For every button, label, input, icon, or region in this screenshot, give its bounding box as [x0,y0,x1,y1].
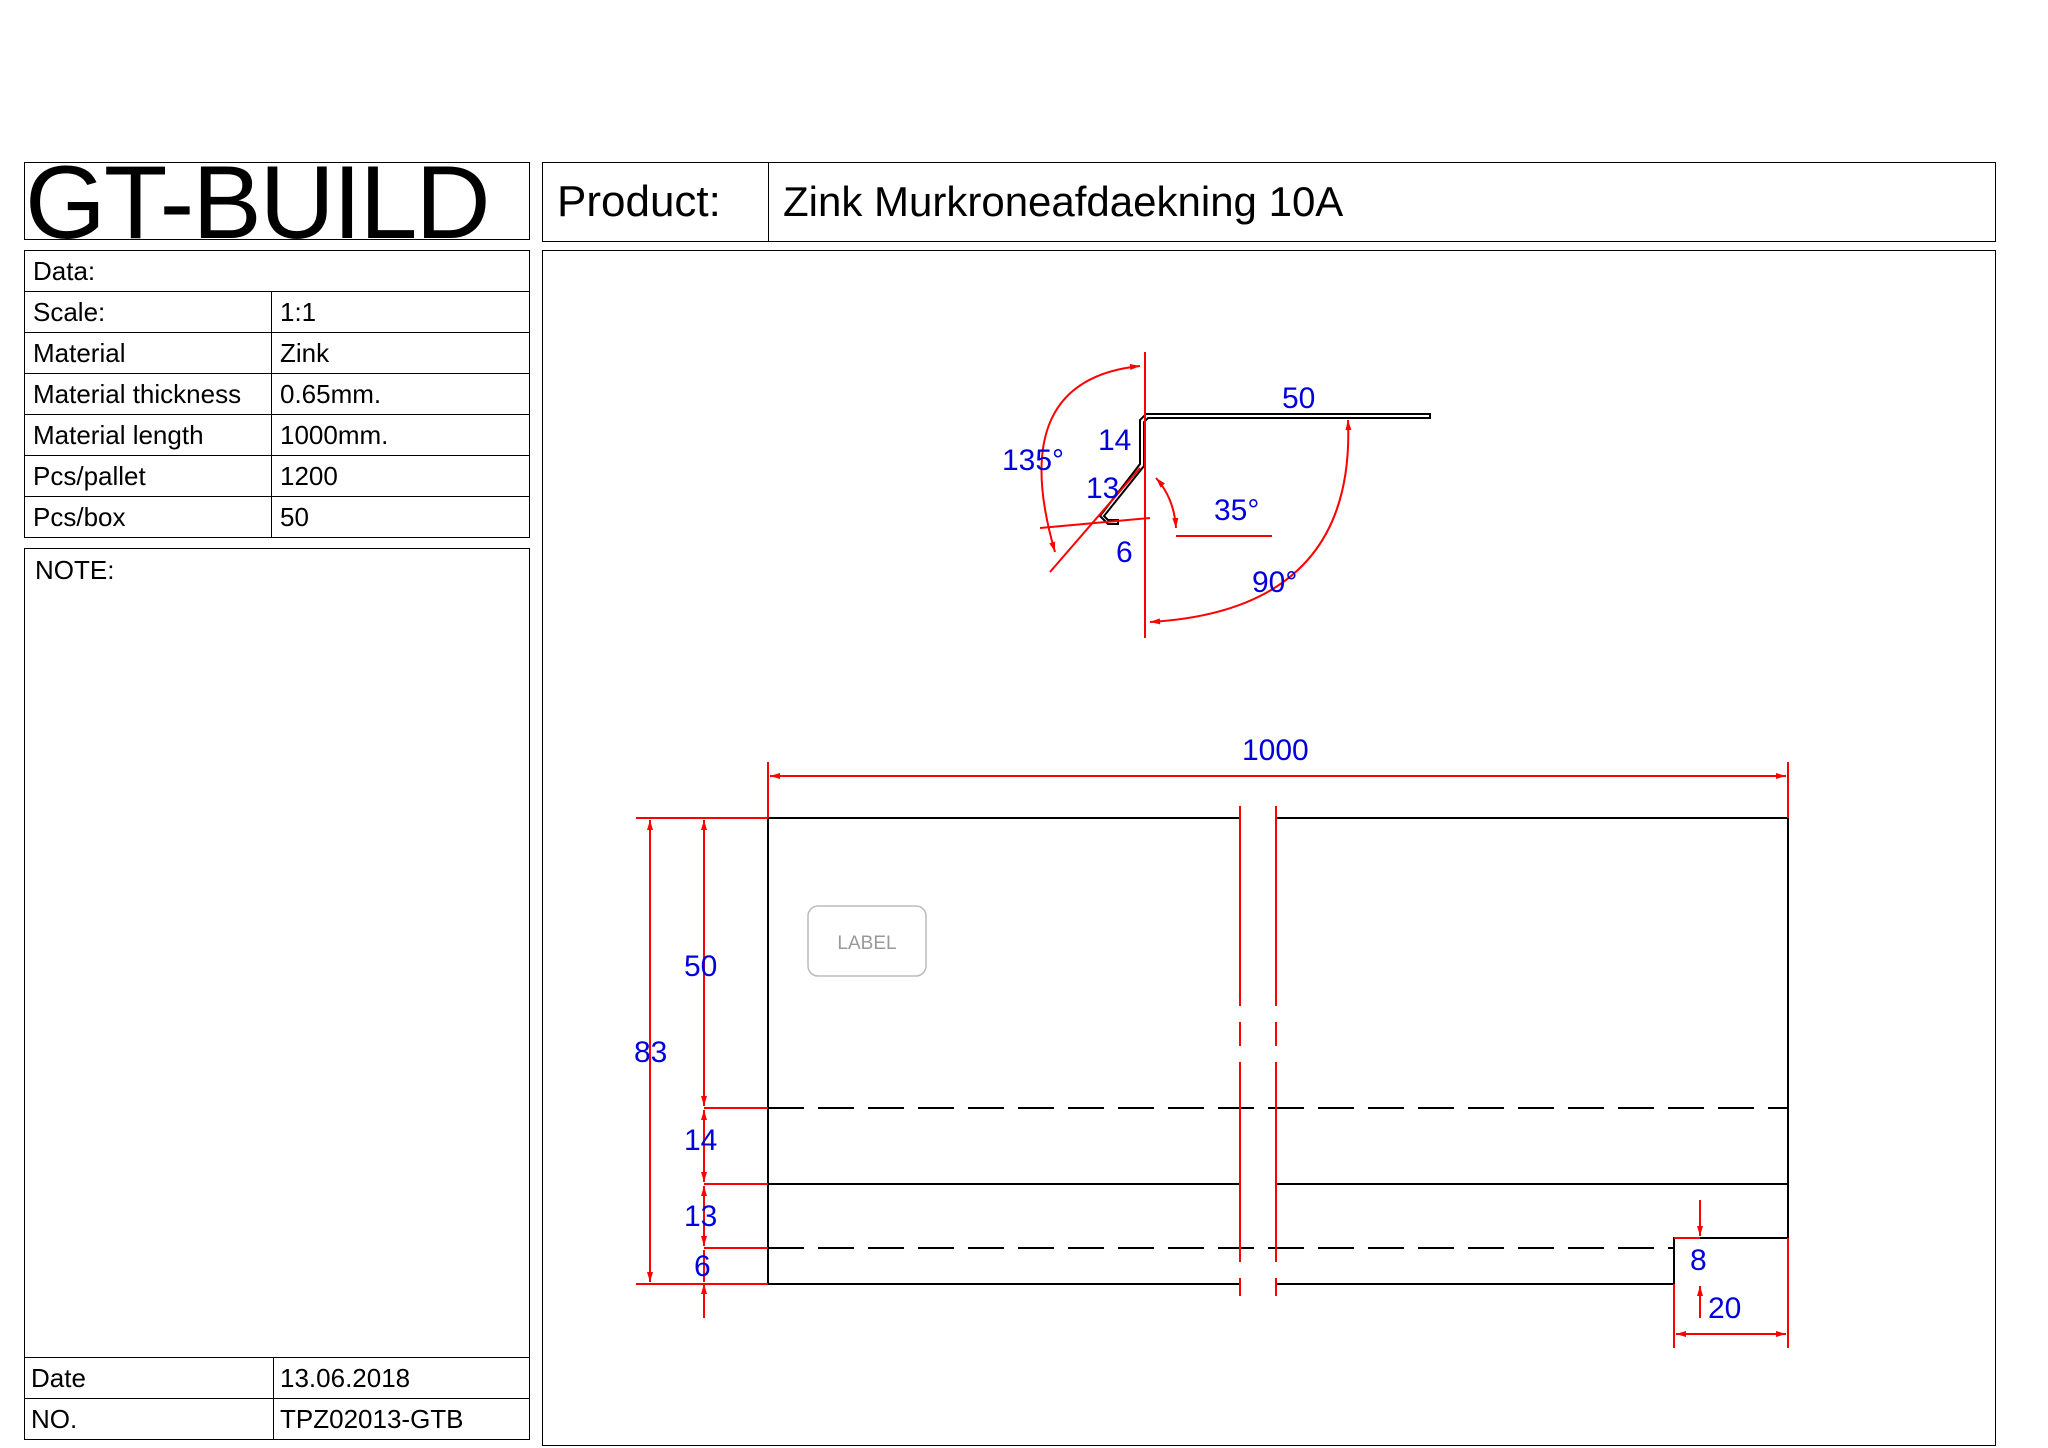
plan-outline-right [1276,817,1789,1285]
cross-section-profile: 50 14 135° 13 35° 6 90° [1002,352,1431,638]
dim-segment-50: 50 [684,950,717,983]
brand-name: GT-BUILD [25,162,491,240]
info-key: Material length [24,414,272,456]
angle-arc-35 [1155,477,1179,529]
info-row: Material thickness 0.65mm. [24,373,530,415]
footer-row: Date 13.06.2018 [24,1357,530,1399]
angle-arc-135 [1040,364,1141,553]
dim-angle-35: 35° [1214,494,1259,527]
date-label: Date [24,1357,274,1399]
dim-top-width: 50 [1282,382,1315,415]
info-key: Material thickness [24,373,272,415]
dim-overall-width: 83 [634,1036,667,1069]
dim-notch-width: 20 [1708,1292,1741,1325]
dim-segment-13: 13 [684,1200,717,1233]
angle-arc-90 [1149,419,1352,625]
date-value: 13.06.2018 [273,1357,530,1399]
dim-hem: 6 [1116,536,1133,569]
info-value: 1:1 [271,291,530,333]
note-label: NOTE: [35,555,115,585]
info-value: 1200 [271,455,530,497]
info-row: Material length 1000mm. [24,414,530,456]
info-value: 0.65mm. [271,373,530,415]
info-row: Pcs/pallet 1200 [24,455,530,497]
dim-angle-135: 135° [1002,444,1064,477]
profile-outline [1098,413,1431,525]
info-value: Zink [271,332,530,374]
label-box [807,905,927,977]
brand-logo: GT-BUILD [24,162,530,240]
drawing-number-value: TPZ02013-GTB [273,1398,530,1440]
product-label: Product: [543,163,769,241]
dim-angle-90: 90° [1252,566,1297,599]
plan-outline-left [767,817,1240,1285]
footer-row: NO. TPZ02013-GTB [24,1398,530,1440]
info-key: Pcs/pallet [24,455,272,497]
dim-segment-6: 6 [694,1250,711,1283]
dim-notch-height: 8 [1690,1244,1707,1277]
info-row: Material Zink [24,332,530,374]
footer-table: Date 13.06.2018 NO. TPZ02013-GTB [24,1357,530,1440]
plan-view: 1000 83 50 14 13 6 8 20 LABEL [634,734,1789,1348]
info-value: 50 [271,496,530,538]
dim-upright: 14 [1098,424,1131,457]
info-row: Pcs/box 50 [24,496,530,538]
product-name: Zink Murkroneafdaekning 10A [783,178,1344,225]
info-key: Material [24,332,272,374]
dim-slope: 13 [1086,472,1119,505]
dim-segment-14: 14 [684,1124,717,1157]
drawing-area [542,250,1996,1446]
info-value: 1000mm. [271,414,530,456]
dim-length: 1000 [1242,734,1309,767]
info-key: Pcs/box [24,496,272,538]
info-table: Data: Scale: 1:1 Material Zink Material … [24,250,530,538]
label-text: LABEL [837,933,896,954]
product-header: Product: Zink Murkroneafdaekning 10A [542,162,1996,242]
